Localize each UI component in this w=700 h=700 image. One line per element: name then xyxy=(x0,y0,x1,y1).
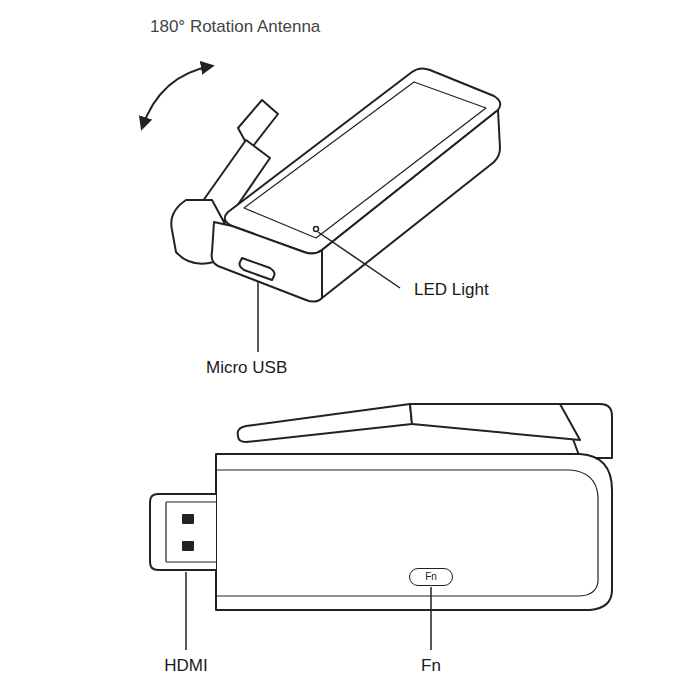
hdmi-plug xyxy=(150,494,216,570)
hdmi-plug-shell xyxy=(166,502,216,562)
led-dot xyxy=(314,227,319,232)
usb-leader xyxy=(257,282,259,352)
part-label: Micro USB xyxy=(206,359,287,378)
hdmi-leader xyxy=(185,572,187,650)
top-view xyxy=(142,66,500,352)
micro-usb-port xyxy=(240,258,275,280)
stick-body xyxy=(216,454,612,610)
hdmi-contact xyxy=(183,542,193,550)
diagram-title-label: 180° Rotation Antenna xyxy=(150,18,320,37)
side-view xyxy=(150,404,612,650)
fn-leader xyxy=(430,587,432,650)
stick-side-face xyxy=(322,110,500,298)
antenna-base xyxy=(410,404,580,440)
rotation-arrow xyxy=(142,66,212,128)
function-button: Fn xyxy=(409,568,453,586)
antenna-rod xyxy=(238,404,412,442)
hdmi-contact xyxy=(183,515,193,523)
part-label: LED Light xyxy=(414,281,489,300)
body-panel xyxy=(216,470,598,596)
button-label: Fn xyxy=(425,572,437,582)
part-label: Fn xyxy=(421,657,441,676)
part-label: HDMI xyxy=(164,657,207,676)
stick-end-face xyxy=(212,222,322,302)
led-leader xyxy=(318,232,400,288)
